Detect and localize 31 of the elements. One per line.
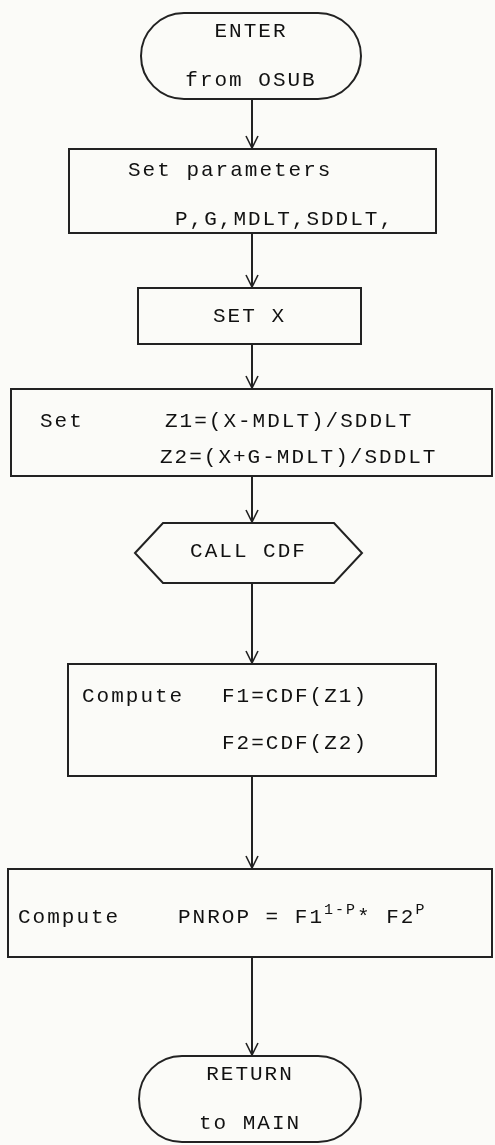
arrow — [245, 99, 259, 149]
process-box — [7, 868, 493, 958]
terminal-shape — [140, 12, 362, 100]
step-heading: Compute — [82, 684, 185, 710]
step-text: SET X — [212, 304, 287, 330]
terminal-shape — [138, 1055, 362, 1143]
step-text: F1=CDF(Z1) — [222, 684, 369, 710]
arrow — [245, 476, 259, 523]
step-heading: Set parameters — [128, 158, 333, 184]
arrow — [245, 583, 259, 664]
step-text: F2=CDF(Z2) — [222, 731, 369, 757]
step-text: Z2=(X+G-MDLT)/SDDLT — [160, 445, 438, 471]
preparation-hexagon — [135, 522, 362, 584]
process-box — [67, 663, 437, 777]
step-text: ENTER — [213, 19, 289, 45]
step-text: from OSUB — [184, 68, 318, 94]
step-text: Z1=(X-MDLT)/SDDLT — [165, 409, 414, 435]
process-box — [10, 388, 493, 477]
arrow — [245, 233, 259, 288]
arrow — [245, 344, 259, 389]
step-text: RETURN — [205, 1062, 295, 1088]
arrow — [245, 957, 259, 1056]
process-box — [137, 287, 362, 345]
step-heading: Compute — [18, 905, 121, 931]
arrow — [245, 776, 259, 869]
step-heading: Set — [40, 409, 84, 435]
step-text: PNROP = F1$^{1-P}$* F2$^{P}$ — [178, 905, 427, 931]
step-text: CALL CDF — [189, 539, 308, 565]
step-text: to MAIN — [197, 1111, 303, 1137]
process-box — [68, 148, 437, 234]
step-text: P,G,MDLT,SDDLT, — [175, 207, 395, 233]
